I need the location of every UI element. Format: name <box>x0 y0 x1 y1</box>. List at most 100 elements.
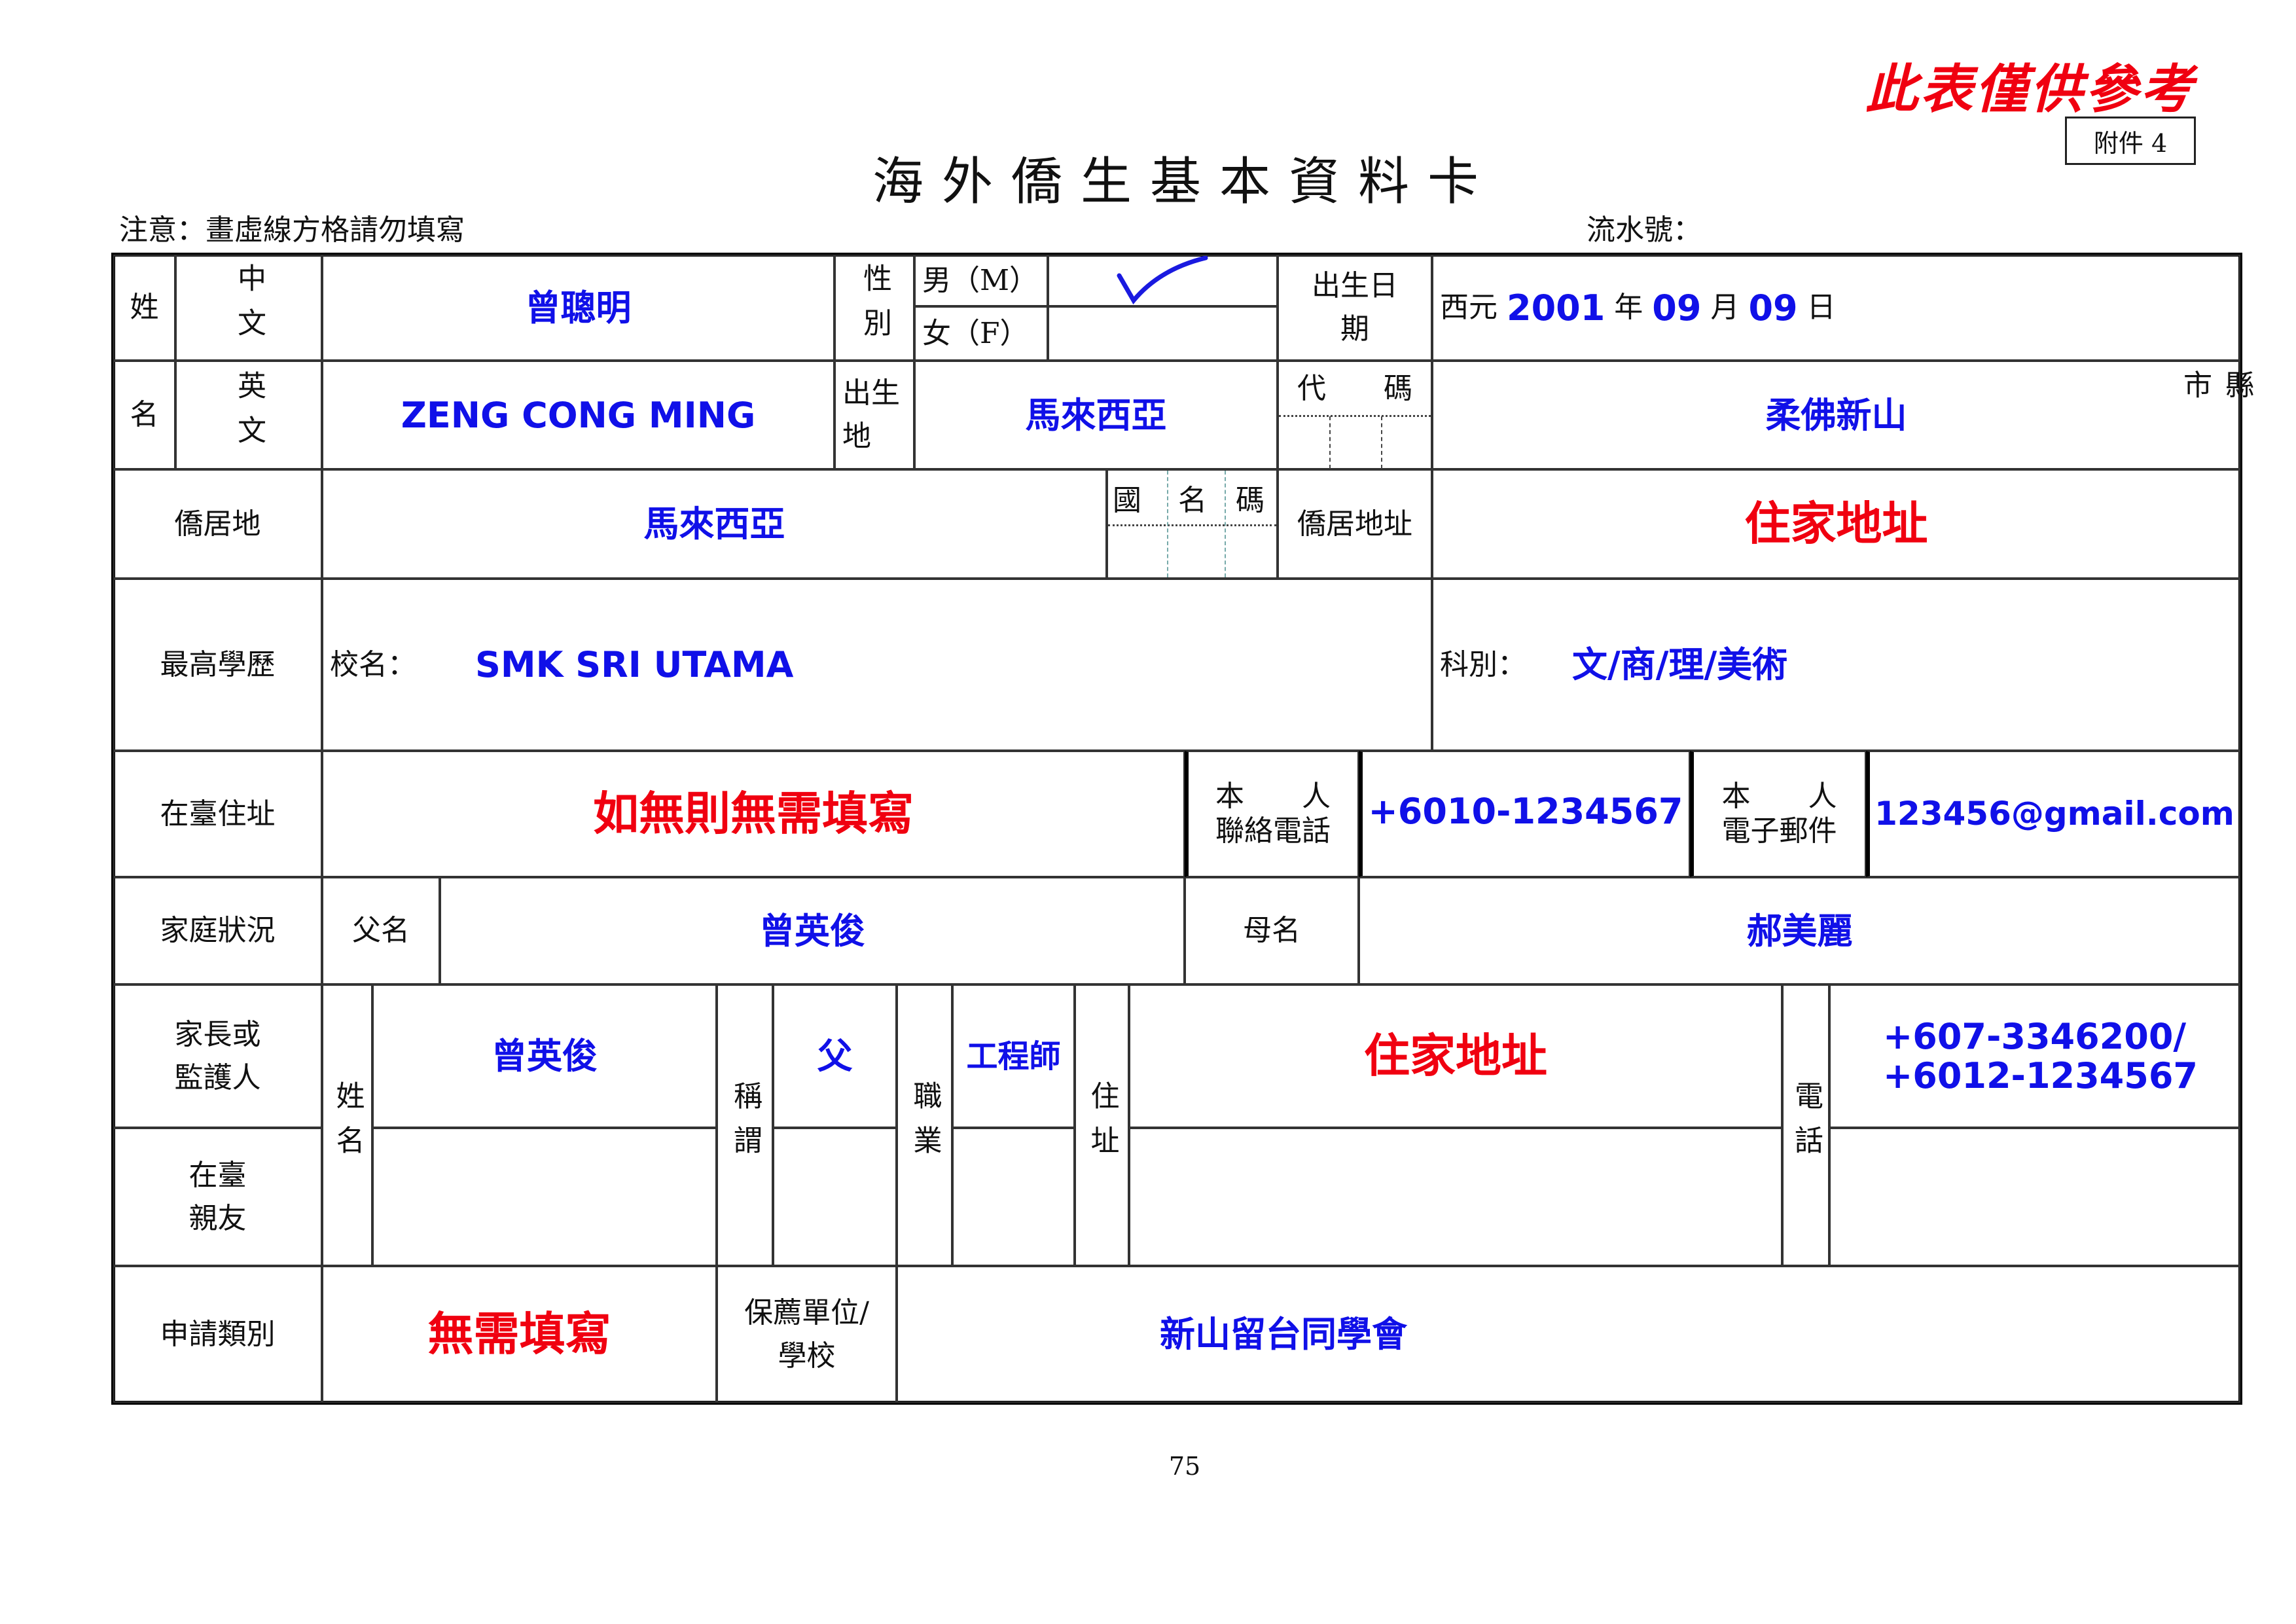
own-phone-label-bottom: 聯絡電話 <box>1215 814 1331 848</box>
name-label: 姓名 <box>322 984 372 1266</box>
country-code-divider <box>1108 524 1276 526</box>
attachment-label: 附件 4 <box>2065 117 2196 165</box>
sponsor-field[interactable]: 新山留台同學會 <box>897 1266 2240 1403</box>
residence-address-label: 僑居地址 <box>1278 469 1432 579</box>
page-title: 海外僑生基本資料卡 <box>872 153 1497 211</box>
country-code-label-3: 碼 <box>1236 484 1265 517</box>
birthplace-label: 出生地 <box>834 361 914 469</box>
department-label: 科別： <box>1440 647 1526 681</box>
relation-label-text: 稱謂 <box>728 1081 762 1170</box>
department-field[interactable]: 科別： 文/商/理/美術 <box>1432 579 2240 751</box>
english-label: 英文 <box>175 361 322 469</box>
own-email-label: 本 人 電子郵件 <box>1690 751 1866 877</box>
code-label: 代 碼 <box>1297 372 1412 405</box>
county-city-label: 縣市 <box>2178 370 2253 465</box>
birth-day: 09 <box>1748 287 1798 329</box>
relative-occupation-field[interactable] <box>952 1128 1075 1266</box>
address-label: 住址 <box>1075 984 1129 1266</box>
code-box-divider <box>1381 416 1382 469</box>
guardian-phone-2: +6012-1234567 <box>1883 1055 2198 1096</box>
reference-only-stamp: 此表僅供參考 <box>1865 59 2195 120</box>
mother-name-field[interactable]: 郝美麗 <box>1359 877 2240 984</box>
education-label: 最高學歷 <box>113 579 322 751</box>
own-email-field[interactable]: 123456@gmail.com <box>1866 751 2240 877</box>
relation-label: 稱謂 <box>717 984 773 1266</box>
male-checkbox[interactable] <box>1048 255 1278 306</box>
sponsor-label: 保薦單位/學校 <box>717 1266 897 1403</box>
occupation-label-text: 職業 <box>908 1081 942 1170</box>
surname-label: 姓 <box>113 255 175 361</box>
birth-month: 09 <box>1652 287 1702 329</box>
relative-address-field[interactable] <box>1129 1128 1782 1266</box>
birth-date-field[interactable]: 西元 2001 年 09 月 09 日 <box>1432 255 2240 361</box>
school-label: 校名： <box>330 647 416 681</box>
taiwan-address-label: 在臺住址 <box>113 751 322 877</box>
checkmark-icon <box>1117 256 1208 305</box>
school-field[interactable]: 校名： SMK SRI UTAMA <box>322 579 1432 751</box>
mother-label: 母名 <box>1185 877 1359 984</box>
application-type-field[interactable]: 無需填寫 <box>322 1266 717 1403</box>
gender-label: 性別 <box>834 255 914 361</box>
guardian-occupation-field[interactable]: 工程師 <box>952 984 1075 1128</box>
county-city-text: 縣市 <box>2178 370 2253 418</box>
school-value: SMK SRI UTAMA <box>475 644 794 685</box>
date-prefix: 西元 <box>1440 291 1498 324</box>
own-phone-label-top: 本 人 <box>1215 779 1331 813</box>
own-phone-field[interactable]: +6010-1234567 <box>1359 751 1690 877</box>
month-label: 月 <box>1710 291 1740 324</box>
phone-label: 電話 <box>1782 984 1829 1266</box>
father-label: 父名 <box>322 877 440 984</box>
birth-year: 2001 <box>1507 287 1605 329</box>
department-value: 文/商/理/美術 <box>1572 644 1788 685</box>
application-type-label: 申請類別 <box>113 1266 322 1403</box>
year-label: 年 <box>1614 291 1643 324</box>
guardian-relation-field[interactable]: 父 <box>773 984 897 1128</box>
code-box-divider <box>1329 416 1331 469</box>
chinese-label-text: 中文 <box>232 263 266 352</box>
country-code-label-1: 國 <box>1113 484 1141 517</box>
own-email-label-top: 本 人 <box>1721 779 1837 813</box>
gender-label-text: 性別 <box>858 263 891 352</box>
own-phone-label: 本 人 聯絡電話 <box>1185 751 1359 877</box>
name-label-text: 姓名 <box>331 1081 365 1170</box>
chinese-label: 中文 <box>175 255 322 361</box>
country-code-label-2: 名 <box>1178 484 1207 517</box>
occupation-label: 職業 <box>897 984 952 1266</box>
relative-phone-field[interactable] <box>1829 1128 2240 1266</box>
family-label: 家庭狀況 <box>113 877 322 984</box>
country-code-divider <box>1225 471 1226 577</box>
serial-number-label: 流水號： <box>1587 213 1702 247</box>
chinese-name-field[interactable]: 曾聰明 <box>322 255 834 361</box>
guardian-address-field[interactable]: 住家地址 <box>1129 984 1782 1128</box>
code-label-cell: 代 碼 <box>1278 361 1432 469</box>
residence-label: 僑居地 <box>113 469 322 579</box>
residence-field[interactable]: 馬來西亞 <box>322 469 1107 579</box>
english-name-field[interactable]: ZENG CONG MING <box>322 361 834 469</box>
country-code-divider <box>1167 471 1168 577</box>
residence-address-field[interactable]: 住家地址 <box>1432 469 2240 579</box>
birthplace-field[interactable]: 馬來西亞 <box>914 361 1278 469</box>
address-label-text: 住址 <box>1085 1081 1119 1170</box>
own-email-label-bottom: 電子郵件 <box>1721 814 1837 848</box>
taiwan-address-field[interactable]: 如無則無需填寫 <box>322 751 1185 877</box>
day-label: 日 <box>1806 291 1836 324</box>
relative-name-field[interactable] <box>372 1128 717 1266</box>
notice-text: 注意：畫虛線方格請勿填寫 <box>119 213 465 247</box>
guardian-phone-1: +607-3346200/ <box>1883 1016 2187 1058</box>
birth-city-field[interactable]: 柔佛新山 <box>1432 361 2240 469</box>
male-option-label: 男（M） <box>914 255 1048 306</box>
guardian-phone-field[interactable]: +607-3346200/ +6012-1234567 <box>1829 984 2240 1128</box>
given-name-label: 名 <box>113 361 175 469</box>
father-name-field[interactable]: 曾英俊 <box>440 877 1185 984</box>
guardian-name-field[interactable]: 曾英俊 <box>372 984 717 1128</box>
phone-label-text: 電話 <box>1789 1081 1823 1170</box>
birth-date-label: 出生日期 <box>1278 255 1432 361</box>
country-code-cell <box>1107 469 1278 579</box>
page-number: 75 <box>1168 1452 1201 1481</box>
relative-relation-field[interactable] <box>773 1128 897 1266</box>
english-label-text: 英文 <box>232 370 266 460</box>
guardian-label: 家長或監護人 <box>113 984 322 1128</box>
female-checkbox[interactable] <box>1048 306 1278 361</box>
code-box-divider <box>1279 415 1431 417</box>
taiwan-relative-label: 在臺親友 <box>113 1128 322 1266</box>
